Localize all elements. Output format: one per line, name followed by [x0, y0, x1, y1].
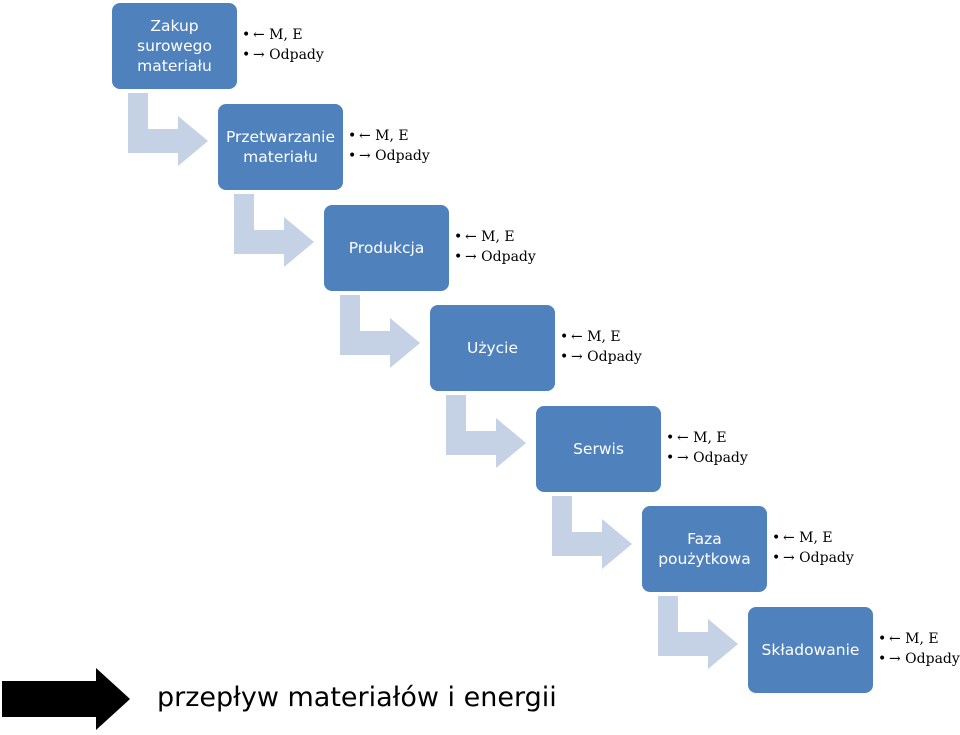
- legend-label: przepływ materiałów i energii: [157, 682, 557, 713]
- stage-faza-pouzytkowa: Faza poużytkowa ← M, E → Odpady: [642, 506, 854, 669]
- flow-output: → Odpady: [772, 549, 882, 569]
- stage-box: Faza poużytkowa: [642, 506, 767, 592]
- flow-output: → Odpady: [666, 449, 776, 469]
- flow-input: ← M, E: [878, 630, 960, 650]
- flow-input: ← M, E: [560, 328, 670, 348]
- stage-flows: ← M, E → Odpady: [560, 328, 670, 367]
- connector-arrow-icon: [552, 496, 632, 569]
- stage-serwis: Serwis ← M, E → Odpady: [536, 406, 748, 569]
- flow-input: ← M, E: [454, 228, 564, 248]
- flow-output: → Odpady: [242, 46, 352, 66]
- flow-input: ← M, E: [666, 429, 776, 449]
- stage-skladowanie: Składowanie ← M, E → Odpady: [748, 607, 960, 693]
- connector-arrow-icon: [234, 194, 314, 267]
- stage-produkcja: Produkcja ← M, E → Odpady: [324, 205, 536, 368]
- stage-box: Zakup surowego materiału: [112, 3, 237, 89]
- stage-flows: ← M, E → Odpady: [454, 228, 564, 267]
- stage-box: Użycie: [430, 305, 555, 391]
- stage-flows: ← M, E → Odpady: [666, 429, 776, 468]
- right-arrow-icon: [2, 668, 130, 730]
- stage-box: Składowanie: [748, 607, 873, 693]
- flow-output: → Odpady: [560, 348, 670, 368]
- flow-input: ← M, E: [242, 26, 352, 46]
- stage-uzycie: Użycie ← M, E → Odpady: [430, 305, 642, 468]
- flow-output: → Odpady: [348, 147, 458, 167]
- stage-flows: ← M, E → Odpady: [772, 529, 882, 568]
- connector-arrow-icon: [658, 596, 738, 669]
- connector-arrow-icon: [446, 395, 526, 468]
- connector-arrow-icon: [128, 93, 208, 166]
- stage-zakup: Zakup surowego materiału ← M, E → Odpady: [112, 3, 324, 166]
- stage-box: Serwis: [536, 406, 661, 492]
- stage-flows: ← M, E → Odpady: [878, 630, 960, 669]
- stage-przetwarzanie: Przetwarzanie materiału ← M, E → Odpady: [218, 104, 430, 267]
- stage-box: Produkcja: [324, 205, 449, 291]
- stage-box: Przetwarzanie materiału: [218, 104, 343, 190]
- stage-flows: ← M, E → Odpady: [348, 127, 458, 166]
- flow-output: → Odpady: [878, 650, 960, 670]
- stage-flows: ← M, E → Odpady: [242, 26, 352, 65]
- flow-input: ← M, E: [348, 127, 458, 147]
- connector-arrow-icon: [340, 295, 420, 368]
- flow-input: ← M, E: [772, 529, 882, 549]
- flow-output: → Odpady: [454, 248, 564, 268]
